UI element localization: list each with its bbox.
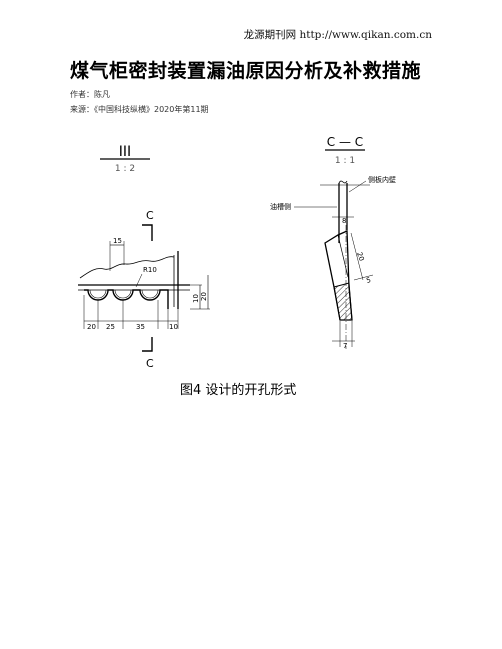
figure-caption: 图4 设计的开孔形式	[180, 383, 297, 398]
article-source: 来源：《中国科技纵横》2020年第11期	[70, 105, 209, 114]
dim-20v-label: 20	[200, 292, 208, 301]
section-marker-top: C	[146, 209, 154, 222]
left-view: III 1 : 2 C 15 R10	[78, 144, 210, 370]
dim-b25-label: 25	[106, 323, 115, 331]
section-arrow-top	[142, 224, 153, 241]
dim-15-label: 15	[113, 237, 122, 245]
dim-b10-label: 10	[169, 323, 178, 331]
technical-drawing-figure: III 1 : 2 C 15 R10	[70, 135, 430, 405]
section-arrow-bottom	[142, 337, 153, 352]
figure-svg: III 1 : 2 C 15 R10	[78, 135, 396, 370]
view-label-iii: III	[119, 144, 131, 160]
dim-20-label: 20	[355, 251, 365, 262]
seal-diagonal	[337, 234, 349, 278]
dim-20-line	[350, 232, 364, 281]
break-line	[79, 256, 175, 279]
dim-5-label: 5	[365, 276, 371, 285]
section-marker-bottom: C	[146, 357, 154, 370]
view-scale: 1 : 2	[115, 164, 135, 174]
seal-block-hatch	[333, 282, 353, 321]
dim-8-label: 8	[342, 217, 346, 225]
dim-10v-label: 10	[192, 294, 200, 303]
dim-b20-label: 20	[87, 323, 96, 331]
leader-inner-wall	[348, 180, 367, 193]
notched-edge	[84, 289, 169, 309]
article-title: 煤气柜密封装置漏油原因分析及补救措施	[70, 60, 422, 82]
site-header: 龙源期刊网 http://www.qikan.com.cn	[243, 29, 432, 41]
right-view: C — C 1 : 1 侧板内壁 油槽侧 8 20	[270, 135, 396, 350]
dim-7-label: 7	[343, 342, 347, 350]
label-inner-wall: 侧板内壁	[368, 175, 396, 184]
section-label-cc: C — C	[327, 135, 363, 149]
label-oil-side: 油槽侧	[270, 202, 291, 211]
plate-break	[338, 180, 348, 184]
dim-b35-label: 35	[136, 323, 145, 331]
notched-edge-inner	[89, 289, 159, 299]
dim-5-line	[353, 274, 374, 281]
dim-r10-label: R10	[143, 266, 157, 274]
article-author: 作者：陈凡	[70, 90, 110, 99]
section-scale: 1 : 1	[335, 156, 355, 166]
